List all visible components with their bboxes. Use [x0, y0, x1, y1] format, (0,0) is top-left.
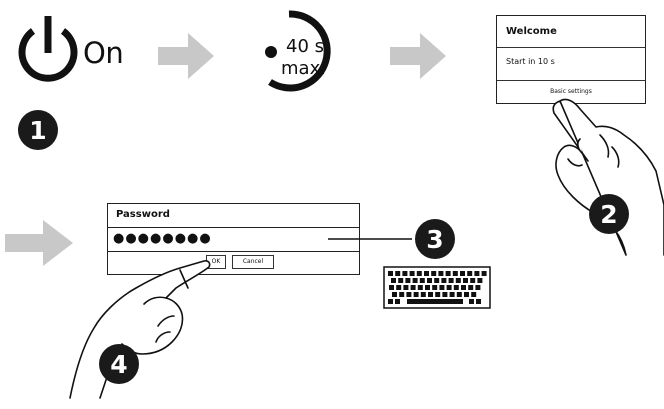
welcome-title: Welcome	[506, 26, 557, 37]
timer-icon	[265, 10, 331, 92]
cancel-button[interactable]: Cancel	[232, 255, 274, 269]
password-title: Password	[116, 209, 170, 220]
step-3-number: 3	[426, 225, 443, 254]
step-3-badge: 3	[415, 219, 455, 259]
arrow-right-icon	[390, 33, 446, 79]
password-masked-value: ●●●●●●●●	[113, 231, 212, 246]
step-4-badge: 4	[99, 344, 139, 384]
keyboard-icon	[383, 266, 491, 309]
step-2-badge: 2	[589, 194, 629, 234]
timer-line-1: 40 s	[286, 36, 325, 57]
step-4-number: 4	[110, 350, 127, 379]
divider	[497, 80, 645, 81]
power-icon	[18, 16, 78, 82]
tap-hand-icon	[552, 98, 664, 256]
welcome-start-text: Start in 10 s	[506, 57, 555, 66]
power-on-label: On	[83, 36, 124, 70]
step-1-number: 1	[29, 116, 46, 145]
welcome-screen: Welcome Start in 10 s Basic settings	[496, 15, 646, 104]
step-2-number: 2	[600, 200, 617, 229]
timer-line-2: max.	[281, 58, 326, 79]
connector-line	[328, 238, 412, 240]
divider	[497, 47, 645, 48]
ok-button[interactable]: OK	[206, 255, 226, 269]
step-1-badge: 1	[18, 110, 58, 150]
arrow-right-icon	[158, 33, 214, 79]
arrow-right-icon	[5, 220, 73, 266]
basic-settings-button[interactable]: Basic settings	[550, 88, 592, 95]
password-field[interactable]: ●●●●●●●●	[108, 227, 359, 252]
